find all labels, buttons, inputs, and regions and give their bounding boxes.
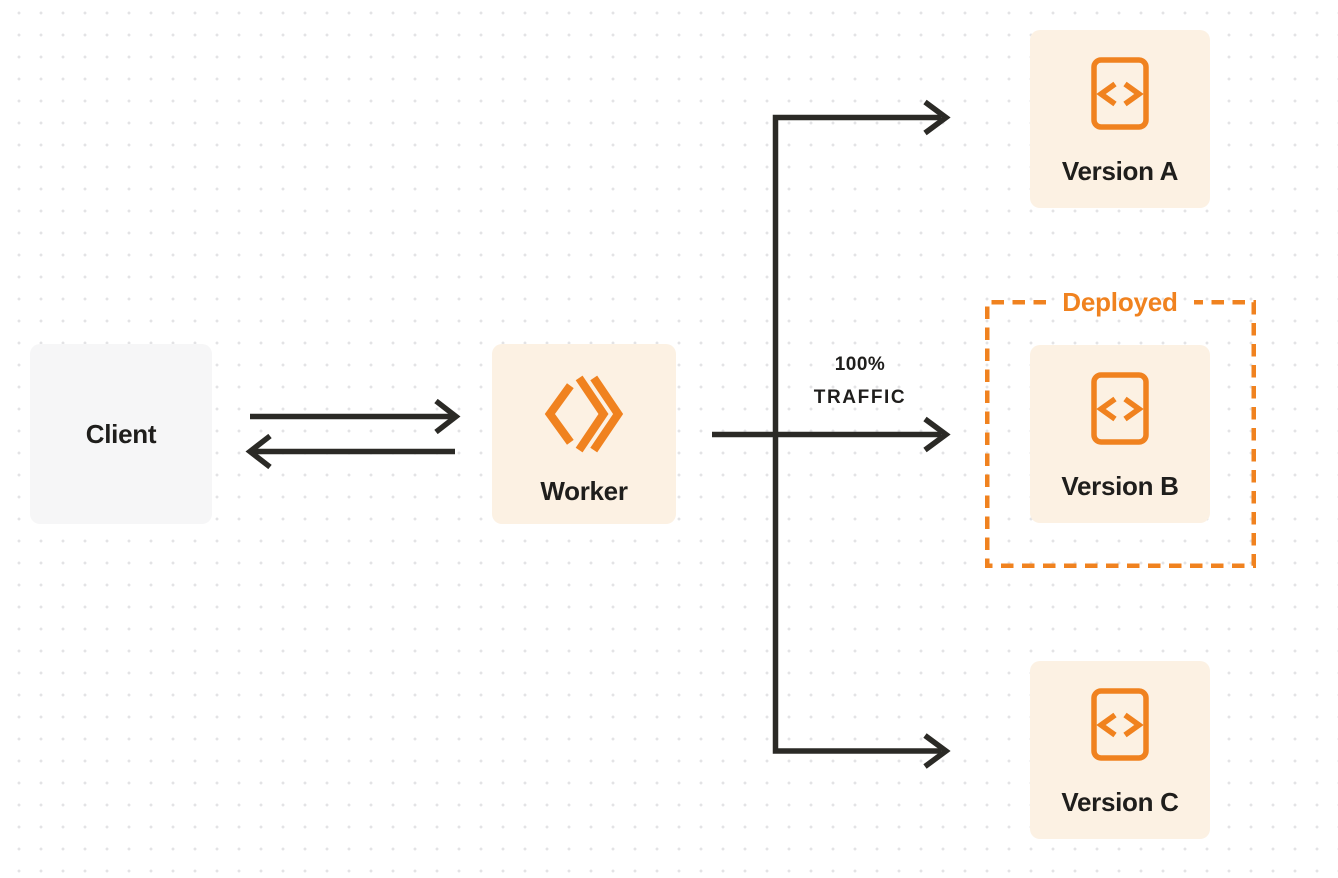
- client-node: Client: [30, 344, 212, 524]
- version-a-label: Version A: [1061, 156, 1179, 186]
- deployed-dashed-box: [985, 300, 1256, 568]
- version-c-node: Version C: [1030, 661, 1210, 839]
- code-document-icon: [1091, 372, 1149, 445]
- arrowhead-right-icon: [923, 99, 951, 136]
- version-c-label: Version C: [1061, 787, 1179, 817]
- deployed-label: Deployed: [1062, 287, 1178, 317]
- cloudflare-workers-logo-icon: [544, 374, 624, 454]
- version-b-label: Version B: [1061, 471, 1179, 501]
- traffic-annotation: 100% TRAFFIC: [786, 355, 934, 407]
- code-document-icon: [1091, 57, 1149, 130]
- worker-node: Worker: [492, 344, 676, 524]
- traffic-percent-label: 100%: [834, 354, 886, 375]
- arrowhead-right-icon: [434, 398, 461, 435]
- branch-line-versions-a-c: [772, 114, 941, 754]
- code-document-icon: [1091, 688, 1149, 761]
- traffic-word-label: TRAFFIC: [813, 387, 907, 408]
- version-b-node: Version B: [1030, 345, 1210, 523]
- version-a-node: Version A: [1030, 30, 1210, 208]
- client-node-label: Client: [85, 419, 157, 449]
- arrowhead-right-icon: [923, 733, 951, 769]
- arrowhead-left-icon: [245, 433, 272, 470]
- worker-node-label: Worker: [540, 476, 628, 506]
- arrowhead-right-icon: [923, 416, 951, 453]
